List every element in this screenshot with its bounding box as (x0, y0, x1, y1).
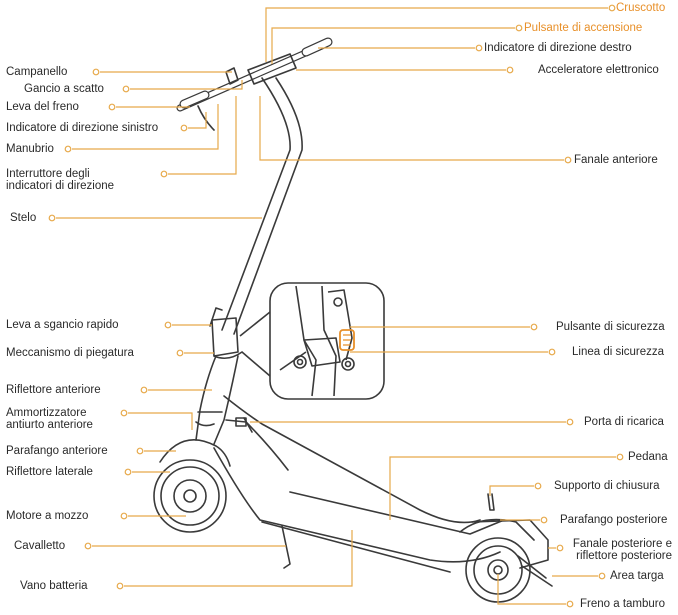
label-cruscotto: Cruscotto (616, 2, 666, 14)
label-freno-tamburo: Freno a tamburo (580, 598, 666, 610)
label-riflettore-laterale: Riflettore laterale (6, 466, 93, 478)
label-area-targa: Area targa (610, 570, 664, 582)
label-pulsante-sicurezza: Pulsante di sicurezza (556, 321, 665, 333)
label-ammortizzatore-line2: antiurto anteriore (6, 419, 93, 431)
label-manubrio: Manubrio (6, 143, 54, 155)
label-interruttore-line2: indicatori di direzione (6, 180, 115, 192)
label-vano-batteria: Vano batteria (20, 580, 88, 592)
label-stelo: Stelo (10, 212, 37, 224)
label-campanello: Campanello (6, 66, 68, 78)
label-leva-sgancio: Leva a sgancio rapido (6, 319, 119, 331)
label-indicatore-destro: Indicatore di direzione destro (484, 42, 632, 54)
label-interruttore-line1: Interruttore degli (6, 168, 90, 180)
label-linea-sicurezza: Linea di sicurezza (572, 346, 665, 358)
label-parafango-posteriore: Parafango posteriore (560, 514, 668, 526)
label-gancio: Gancio a scatto (24, 83, 104, 95)
label-indicatore-sinistro: Indicatore di direzione sinistro (6, 122, 159, 134)
label-motore: Motore a mozzo (6, 510, 89, 522)
label-supporto-chiusura: Supporto di chiusura (554, 480, 660, 492)
label-meccanismo: Meccanismo di piegatura (6, 347, 134, 359)
label-riflettore-anteriore: Riflettore anteriore (6, 384, 101, 396)
label-cavalletto: Cavalletto (14, 540, 66, 552)
label-acceleratore: Acceleratore elettronico (538, 64, 659, 76)
label-fanale-posteriore-line1: Fanale posteriore e (572, 538, 672, 550)
label-pulsante-accensione: Pulsante di accensione (524, 22, 643, 34)
label-ammortizzatore-line1: Ammortizzatore (6, 407, 87, 419)
label-parafango-anteriore: Parafango anteriore (6, 445, 108, 457)
label-leva-freno: Leva del freno (6, 101, 79, 113)
label-porta-ricarica: Porta di ricarica (584, 416, 664, 428)
label-fanale-anteriore: Fanale anteriore (574, 154, 658, 166)
label-pedana: Pedana (628, 451, 668, 463)
label-fanale-posteriore-line2: riflettore posteriore (576, 550, 672, 562)
